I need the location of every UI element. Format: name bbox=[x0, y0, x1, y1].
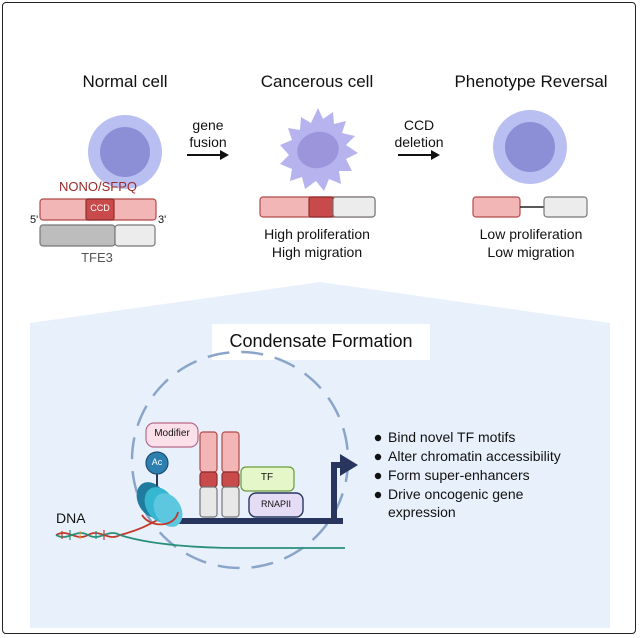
rnapii-label: RNAPII bbox=[260, 499, 292, 509]
tf-label: TF bbox=[260, 472, 274, 483]
dna-label: DNA bbox=[56, 510, 86, 526]
ccd-label: CCD bbox=[90, 203, 110, 213]
nono-sfpq-label: NONO/SFPQ bbox=[58, 179, 138, 194]
bullet-dot bbox=[374, 434, 382, 442]
five-prime-label: 5' bbox=[30, 214, 39, 226]
normal-cell-icon bbox=[88, 115, 162, 189]
reversal-cell-icon bbox=[493, 110, 567, 184]
bullet-text: Bind novel TF motifs bbox=[388, 429, 516, 445]
rnapii-box bbox=[248, 492, 304, 518]
reversal-phenotype-line2: Low migration bbox=[487, 244, 575, 260]
ccd-deletion-arrow bbox=[398, 150, 440, 160]
nucleosome-icon bbox=[136, 482, 183, 527]
three-prime-label: 3' bbox=[158, 214, 167, 226]
ac-mark bbox=[145, 451, 169, 475]
ccd-deletion-label-line2: deletion bbox=[394, 134, 444, 150]
gene-fusion-label-line2: fusion bbox=[189, 134, 227, 150]
ac-label: Ac bbox=[151, 457, 163, 467]
dna-strands bbox=[55, 515, 345, 549]
bullet-text: Alter chromatin accessibility bbox=[388, 448, 561, 464]
cancer-phenotype-line1: High proliferation bbox=[264, 226, 370, 242]
ccd-deleted-bar bbox=[472, 196, 588, 218]
tf-box bbox=[240, 466, 295, 492]
normal-cell-title: Normal cell bbox=[82, 72, 168, 91]
bullet-text: Drive oncogenic gene bbox=[388, 486, 524, 502]
bullet-dot bbox=[374, 472, 382, 480]
modifier-label: Modifier bbox=[154, 428, 190, 439]
nono-sfpq-bar bbox=[39, 198, 157, 221]
bullet-dot bbox=[374, 491, 382, 499]
cancer-phenotype-line2: High migration bbox=[271, 244, 363, 260]
tfe3-label: TFE3 bbox=[81, 250, 113, 265]
condensate-panel bbox=[30, 282, 610, 628]
bullet-dot bbox=[374, 453, 382, 461]
tfe3-bar bbox=[39, 224, 156, 247]
phenotype-reversal-title: Phenotype Reversal bbox=[454, 72, 608, 91]
fusion-protein-bar bbox=[259, 196, 376, 218]
ccd-deletion-label-line1: CCD bbox=[403, 117, 435, 133]
cancerous-cell-title: Cancerous cell bbox=[260, 72, 374, 91]
ccd-domain bbox=[85, 198, 115, 221]
condensate-title: Condensate Formation bbox=[229, 331, 413, 351]
cancerous-cell-icon bbox=[280, 108, 358, 191]
gene-fusion-arrow bbox=[187, 150, 229, 160]
bullet-text: Form super-enhancers bbox=[388, 467, 530, 483]
gene-promoter-arrow bbox=[175, 454, 358, 524]
condensate-title-box bbox=[212, 324, 430, 360]
gene-fusion-label-line1: gene bbox=[192, 117, 224, 133]
bullet-text-continued: expression bbox=[388, 504, 456, 520]
reversal-phenotype-line1: Low proliferation bbox=[479, 226, 583, 242]
fusion-dimer bbox=[199, 431, 240, 518]
modifier-box bbox=[145, 422, 199, 448]
